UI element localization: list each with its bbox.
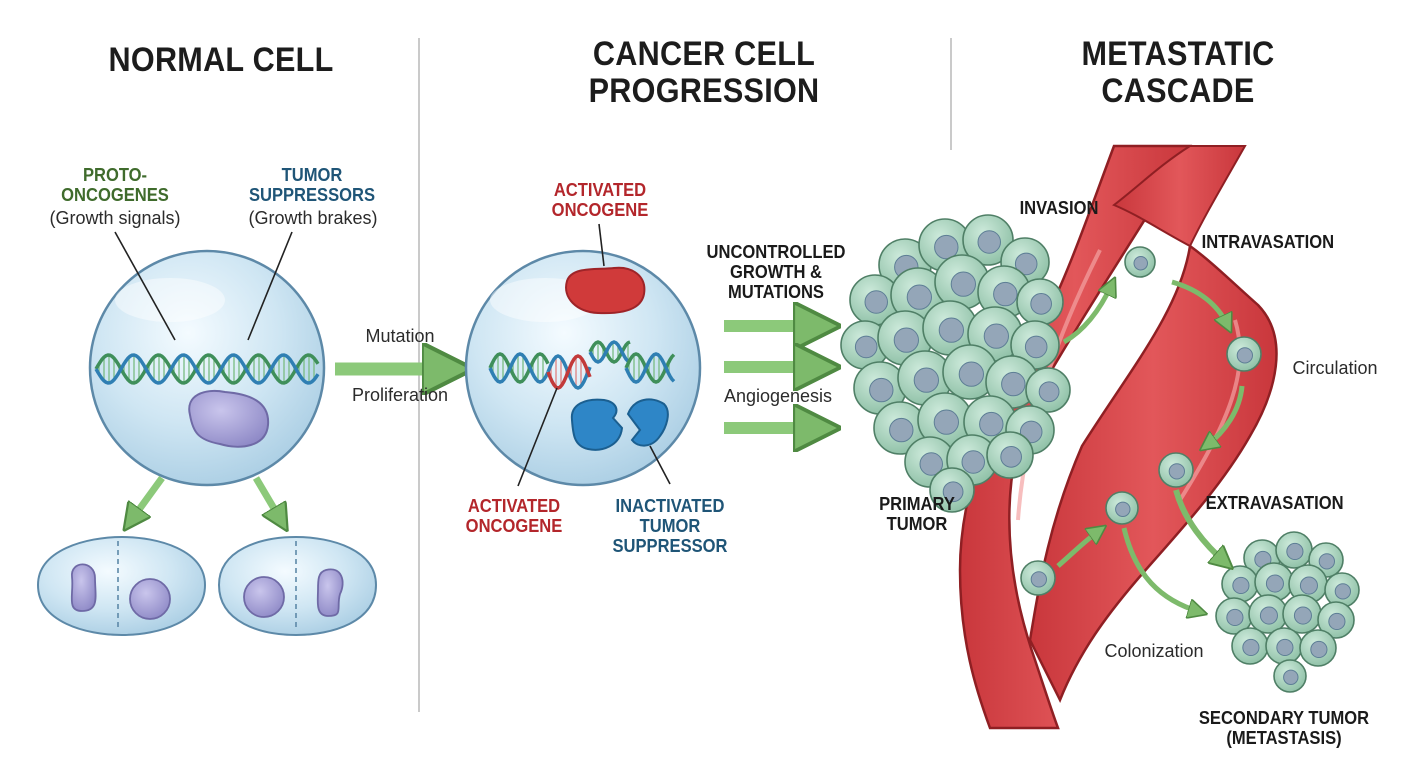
normal-cell-title: NORMAL CELL: [108, 41, 334, 79]
proto-pointer: [114, 231, 176, 341]
primary-tumor-line-2: TUMOR: [886, 514, 948, 535]
inactivated-suppressor-label: INACTIVATED TUMOR SUPPRESSOR: [604, 496, 736, 556]
metastatic-cascade-title: METASTATIC CASCADE: [1070, 36, 1286, 109]
reentry-arrow: [1056, 530, 1100, 568]
invasion-label: INVASION: [1019, 198, 1099, 218]
normal-cell-icon: [88, 249, 326, 487]
colonization-arrow: [1121, 527, 1200, 612]
metastatic-title-line-1: METASTATIC: [1081, 35, 1275, 73]
intravasation-label: INTRAVASATION: [1201, 232, 1335, 252]
circulating-tumor-cells-icon: [1020, 246, 1262, 596]
tumor-suppressors-subtitle: (Growth brakes): [248, 208, 378, 228]
cancer-cell-title-line-2: PROGRESSION: [588, 71, 820, 110]
activated-top-pointer: [598, 223, 605, 267]
uncontrolled-growth-line-1: UNCONTROLLED: [706, 242, 846, 262]
primary-tumor-label: PRIMARY TUMOR: [866, 494, 967, 534]
mutation-label: Mutation: [365, 326, 435, 346]
metastatic-title-line-2: CASCADE: [1101, 71, 1255, 110]
primary-tumor-line-1: PRIMARY: [879, 494, 955, 514]
activated-oncogene-bottom-line-2: ONCOGENE: [465, 516, 563, 537]
proto-oncogenes-subtitle: (Growth signals): [49, 208, 181, 228]
angiogenesis-label: Angiogenesis: [723, 386, 833, 406]
division-arrow-left: [130, 475, 165, 522]
proto-oncogenes-line-2: ONCOGENES: [61, 185, 169, 206]
inactivated-suppressor-line-2: TUMOR: [639, 516, 701, 537]
activated-oncogene-bottom-line-1: ACTIVATED: [467, 496, 561, 516]
activated-oncogene-top-line-1: ACTIVATED: [553, 180, 647, 200]
inactivated-pointer: [649, 445, 671, 485]
proliferation-label: Proliferation: [351, 385, 449, 405]
extravasation-label: EXTRAVASATION: [1205, 493, 1344, 513]
circulation-label: Circulation: [1292, 358, 1378, 378]
inactivated-suppressor-line-3: SUPPRESSOR: [612, 536, 728, 557]
primary-tumor-icon: [840, 214, 1071, 513]
tumor-suppressors-line-1: TUMOR: [281, 165, 343, 185]
proto-oncogenes-line-1: PROTO-: [82, 165, 148, 185]
colonization-label: Colonization: [1104, 641, 1204, 661]
uncontrolled-growth-label: UNCONTROLLED GROWTH & MUTATIONS: [702, 242, 849, 302]
uncontrolled-growth-line-2: GROWTH &: [730, 262, 822, 283]
activated-oncogene-bottom-label: ACTIVATED ONCOGENE: [450, 496, 579, 536]
division-arrow-right: [252, 476, 282, 522]
dna-helix-icon: [94, 353, 320, 385]
secondary-tumor-label: SECONDARY TUMOR (METASTASIS): [1194, 708, 1374, 748]
blood-vessel-icon: [958, 144, 1278, 730]
invasion-arrow: [1062, 284, 1112, 345]
daughter-cells-left-icon: [36, 535, 207, 637]
intravasation-arrow: [1171, 279, 1228, 326]
secondary-tumor-line-2: (METASTASIS): [1226, 728, 1342, 749]
cancer-cell-title: CANCER CELL PROGRESSION: [580, 36, 828, 109]
activated-oncogene-top-label: ACTIVATED ONCOGENE: [536, 180, 665, 220]
activated-bottom-pointer: [517, 387, 558, 487]
daughter-cells-right-icon: [217, 535, 378, 637]
tumor-suppressors-label: TUMOR SUPPRESSORS: [238, 165, 385, 205]
secondary-tumor-line-1: SECONDARY TUMOR: [1198, 708, 1370, 728]
inactivated-suppressor-shape: [570, 398, 669, 451]
proto-oncogenes-label: PROTO- ONCOGENES: [46, 165, 184, 205]
extravasation-arrow: [1173, 489, 1226, 563]
suppressor-pointer: [247, 231, 293, 341]
activated-oncogene-top-line-2: ONCOGENE: [551, 200, 649, 221]
uncontrolled-growth-line-3: MUTATIONS: [728, 282, 824, 303]
tumor-suppressors-line-2: SUPPRESSORS: [248, 185, 376, 206]
activated-oncogene-shape: [565, 266, 646, 315]
inactivated-suppressor-line-1: INACTIVATED: [615, 496, 725, 516]
mutated-dna-icon: [488, 340, 676, 390]
secondary-tumor-icon: [1215, 531, 1360, 693]
cancer-cell-title-line-1: CANCER CELL: [592, 35, 816, 73]
circulation-arrow: [1206, 385, 1245, 446]
